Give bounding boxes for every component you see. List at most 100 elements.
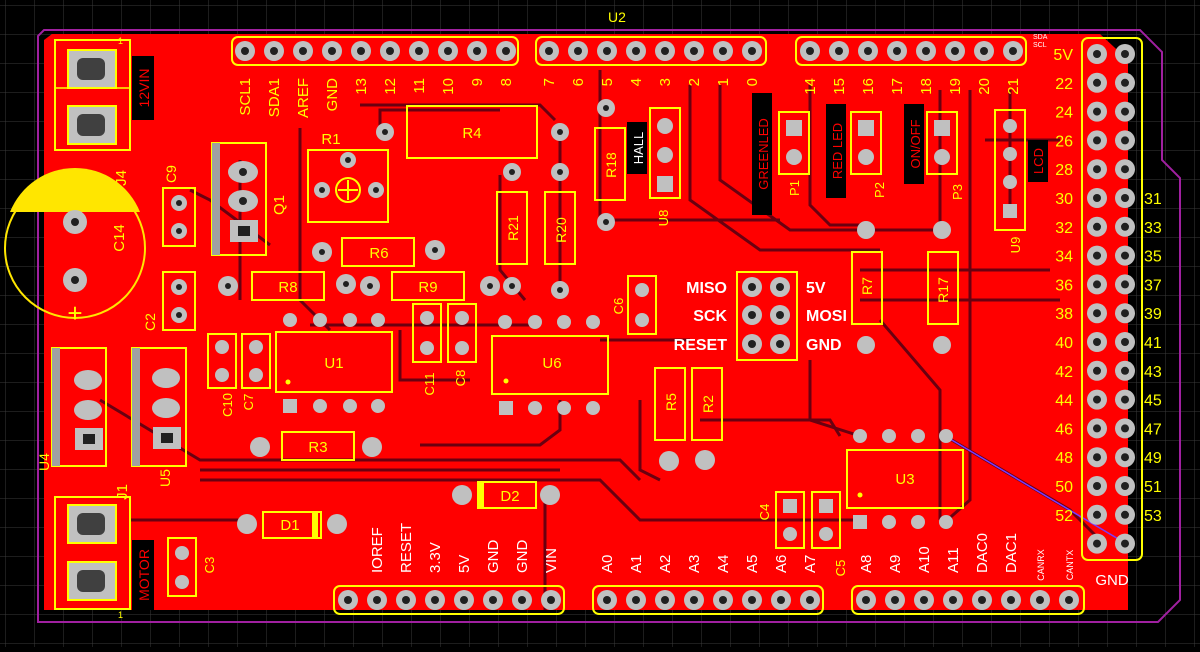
header-pin-label: 18 xyxy=(918,78,935,95)
header-pin-label: 3 xyxy=(657,78,674,86)
header-pin-label: 38 xyxy=(1055,306,1073,323)
header-pin-label: A9 xyxy=(887,555,904,573)
header-pin-label: 10 xyxy=(440,78,457,95)
lcd-label-box xyxy=(1028,140,1048,182)
header-pin-label: VIN xyxy=(543,548,560,573)
diode-d2[interactable] xyxy=(452,481,560,509)
u9-label: U9 xyxy=(1008,237,1023,254)
header-pin-label: 53 xyxy=(1144,508,1162,525)
capacitor-c9[interactable] xyxy=(162,187,196,247)
header-pin-label: 5V xyxy=(456,555,473,573)
header-pin-label: 28 xyxy=(1055,162,1073,179)
regulator-u5[interactable] xyxy=(131,347,187,467)
header-pin-label: 33 xyxy=(1144,220,1162,237)
icsp-header[interactable] xyxy=(736,271,798,361)
header-right-double[interactable]: 5V22242628303234363840424446485052313335… xyxy=(1053,37,1162,561)
diode-d1[interactable] xyxy=(237,511,347,539)
resistor-r8[interactable] xyxy=(218,271,356,301)
icsp-mosi-label: MOSI xyxy=(806,308,847,325)
r18-label: R18 xyxy=(603,152,619,178)
capacitor-c8[interactable] xyxy=(447,303,477,363)
sda-small-label: SDA xyxy=(1033,34,1048,41)
header-pin-label: 2 xyxy=(686,78,703,86)
d2-label: D2 xyxy=(500,488,519,505)
resistor-r18[interactable] xyxy=(594,99,626,231)
header-pin-label: A3 xyxy=(686,555,703,573)
pin1-marker-j1: 1 xyxy=(118,610,123,620)
header-pin-label: 37 xyxy=(1144,277,1162,294)
resistor-r21[interactable] xyxy=(496,163,528,295)
regulator-u4[interactable] xyxy=(51,347,107,467)
capacitor-c3[interactable] xyxy=(167,537,197,597)
connector-p2[interactable] xyxy=(850,111,882,175)
header-pin-label: RESET xyxy=(398,523,415,573)
trimmer-r1[interactable] xyxy=(307,149,389,223)
capacitor-c2[interactable] xyxy=(162,271,196,331)
header-pin-label: 46 xyxy=(1055,421,1073,438)
r7-label: R7 xyxy=(859,277,875,295)
r4-label: R4 xyxy=(462,125,481,142)
connector-u9[interactable] xyxy=(994,109,1026,231)
connector-p1[interactable] xyxy=(778,111,810,175)
capacitor-c6[interactable] xyxy=(627,275,657,335)
resistor-r7[interactable] xyxy=(851,221,883,354)
resistor-r6[interactable] xyxy=(312,237,445,267)
ic-u3[interactable] xyxy=(846,429,964,529)
icsp-sck-label: SCK xyxy=(693,308,727,325)
transistor-q1[interactable] xyxy=(211,142,267,256)
c14-label: C14 xyxy=(111,224,128,252)
header-pin-label: 52 xyxy=(1055,508,1073,525)
r20-label: R20 xyxy=(553,217,569,243)
connector-j1[interactable] xyxy=(54,496,131,610)
icsp-miso-label: MISO xyxy=(686,280,727,297)
connector-p3[interactable] xyxy=(926,111,958,175)
u8-label: U8 xyxy=(656,210,671,227)
header-pin-label: 21 xyxy=(1005,78,1022,95)
header-pin-label: AREF xyxy=(295,78,312,118)
resistor-r20[interactable] xyxy=(544,163,576,299)
u5-label: U5 xyxy=(157,469,173,487)
ic-u6[interactable] xyxy=(491,315,609,415)
header-pin-label: A1 xyxy=(628,555,645,573)
resistor-r17[interactable] xyxy=(927,221,959,354)
header-pin-label: 51 xyxy=(1144,479,1162,496)
capacitor-c7[interactable] xyxy=(241,333,271,389)
header-pin-label: 48 xyxy=(1055,450,1073,467)
resistor-r9[interactable] xyxy=(360,271,500,301)
resistor-r4[interactable] xyxy=(376,105,569,159)
u4-label: U4 xyxy=(36,453,52,471)
on-off-box xyxy=(904,104,924,184)
header-pin-label: A7 xyxy=(802,555,819,573)
header-pin-label: 5V xyxy=(1053,47,1073,64)
motor-label: MOTOR xyxy=(136,549,152,601)
ic-u1[interactable] xyxy=(275,313,393,413)
capacitor-c14[interactable] xyxy=(4,167,146,319)
p1-label: P1 xyxy=(787,180,802,196)
resistor-r3[interactable] xyxy=(250,431,382,461)
canrx-label: CANRX xyxy=(1036,549,1046,581)
header-pin-label: 36 xyxy=(1055,277,1073,294)
capacitor-c11[interactable] xyxy=(412,303,442,363)
capacitor-c4[interactable] xyxy=(775,491,805,549)
header-pin-label: 35 xyxy=(1144,249,1162,266)
header-pin-label: 50 xyxy=(1055,479,1073,496)
icsp-reset-label: RESET xyxy=(674,337,728,354)
capacitor-c10[interactable] xyxy=(207,333,237,389)
sensor-u8[interactable] xyxy=(649,107,681,199)
capacitor-c5[interactable] xyxy=(811,491,841,549)
header-pin-label: 30 xyxy=(1055,191,1073,208)
connector-j4[interactable] xyxy=(54,39,131,151)
header-pin-label: 40 xyxy=(1055,335,1073,352)
resistor-r5[interactable] xyxy=(654,367,686,471)
resistor-r2[interactable] xyxy=(691,367,723,470)
header-pin-label: 17 xyxy=(889,78,906,95)
header-pin-label: 11 xyxy=(411,78,428,94)
